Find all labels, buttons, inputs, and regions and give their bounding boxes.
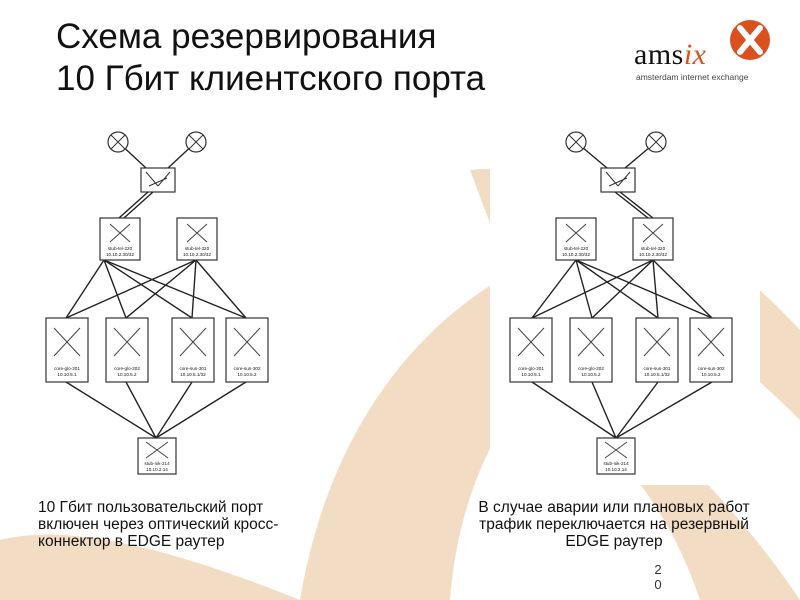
stub-b-ip: 10.10.2.30/32 (183, 252, 212, 257)
stub-a-ip: 10.10.2.30/32 (106, 252, 135, 257)
core-1-ip: 10.10.5.1 (57, 372, 77, 377)
logo-tagline: amsterdam internet exchange (636, 72, 749, 82)
caption-left-line-3: коннектор в EDGE раутер (38, 533, 225, 550)
caption-left-line-2: включен через оптический кросс- (38, 516, 279, 533)
core-router-3: core-sun-301 10.10.5.1/32 (635, 317, 679, 383)
client-port-left (565, 131, 587, 153)
logo-word-accent: ix (683, 38, 707, 71)
logo-word-main: ams (634, 38, 684, 71)
amsix-x-mark-icon (730, 20, 770, 60)
core-2-ip: 10.10.5.2 (117, 372, 137, 377)
page-number-digit-1: 2 (654, 562, 662, 577)
optical-cross-connect (140, 167, 176, 193)
edge-name: stub-nik-214 (603, 461, 629, 466)
caption-left-line-1: 10 Гбит пользовательский порт (38, 499, 264, 516)
core-router-4: core-sun-302 10.10.5.2 (225, 317, 269, 383)
core-3-ip: 10.10.5.1/32 (180, 372, 206, 377)
core-1-ip: 10.10.5.1 (521, 372, 541, 377)
stub-b-ip: 10.10.2.30/32 (639, 252, 668, 257)
client-port-right (185, 131, 207, 153)
core-4-name: core-sun-302 (233, 366, 261, 371)
edge-ip: 10.10.2.14 (146, 467, 168, 472)
stub-switch-a: stub-tel-220 10.10.2.30/32 (99, 217, 141, 261)
stub-a-name: stub-tel-220 (564, 246, 589, 251)
network-diagram-right: stub-tel-220 10.10.2.30/32 stub-tel-320 … (509, 131, 733, 475)
client-port-left (107, 131, 129, 153)
diagram-failover: stub-tel-220 10.10.2.30/32 stub-tel-320 … (490, 120, 760, 485)
page-number: 2 0 (652, 562, 664, 592)
stub-b-name: stub-tel-320 (641, 246, 666, 251)
logo-wordmark: amsix (634, 38, 706, 72)
stub-a-name: stub-tel-220 (108, 246, 133, 251)
client-port-right (645, 131, 667, 153)
core-router-2: core-glo-202 10.10.5.2 (105, 317, 149, 383)
core-4-ip: 10.10.5.2 (701, 372, 721, 377)
slide-title: Схема резервирования 10 Гбит клиентского… (56, 16, 485, 100)
edge-router: stub-nik-214 10.10.2.14 (596, 437, 636, 475)
core-router-1: core-glo-201 10.10.5.1 (509, 317, 553, 383)
caption-right-line-1: В случае аварии или плановых работ (478, 499, 750, 516)
core-1-name: core-glo-201 (518, 366, 544, 371)
core-1-name: core-glo-201 (54, 366, 80, 371)
core-4-ip: 10.10.5.2 (237, 372, 257, 377)
core-3-name: core-sun-301 (179, 366, 207, 371)
core-4-name: core-sun-302 (697, 366, 725, 371)
page-number-digit-2: 0 (654, 577, 662, 592)
amsix-logo: amsix amsterdam internet exchange (634, 16, 784, 82)
caption-right-line-2: трафик переключается на резервный (479, 516, 749, 533)
core-3-name: core-sun-301 (643, 366, 671, 371)
stub-switch-b: stub-tel-320 10.10.2.30/32 (632, 217, 674, 261)
stub-switch-a: stub-tel-220 10.10.2.30/32 (555, 217, 597, 261)
core-router-1: core-glo-201 10.10.5.1 (45, 317, 89, 383)
core-2-ip: 10.10.5.2 (581, 372, 601, 377)
network-diagram-left: stub-tel-220 10.10.2.30/32 stub-tel-320 … (45, 131, 269, 475)
core-3-ip: 10.10.5.1/32 (644, 372, 670, 377)
optical-cross-connect (600, 167, 636, 193)
core-router-3: core-sun-301 10.10.5.1/32 (171, 317, 215, 383)
core-router-4: core-sun-302 10.10.5.2 (689, 317, 733, 383)
stub-b-name: stub-tel-320 (185, 246, 210, 251)
core-2-name: core-glo-202 (114, 366, 140, 371)
slide-title-line-1: Схема резервирования (56, 17, 437, 56)
slide-title-line-2: 10 Гбит клиентского порта (56, 59, 486, 98)
edge-name: stub-nik-214 (144, 461, 170, 466)
edge-ip: 10.10.2.14 (605, 467, 627, 472)
edge-router: stub-nik-214 10.10.2.14 (137, 437, 177, 475)
caption-right-line-3: EDGE раутер (565, 533, 663, 550)
diagram-normal-operation: stub-tel-220 10.10.2.30/32 stub-tel-320 … (22, 120, 292, 485)
caption-left: 10 Гбит пользовательский порт включен че… (38, 499, 278, 550)
core-router-2: core-glo-202 10.10.5.2 (569, 317, 613, 383)
core-2-name: core-glo-202 (578, 366, 604, 371)
caption-right: В случае аварии или плановых работ трафи… (458, 499, 770, 550)
stub-a-ip: 10.10.2.30/32 (562, 252, 591, 257)
stub-switch-b: stub-tel-320 10.10.2.30/32 (176, 217, 218, 261)
